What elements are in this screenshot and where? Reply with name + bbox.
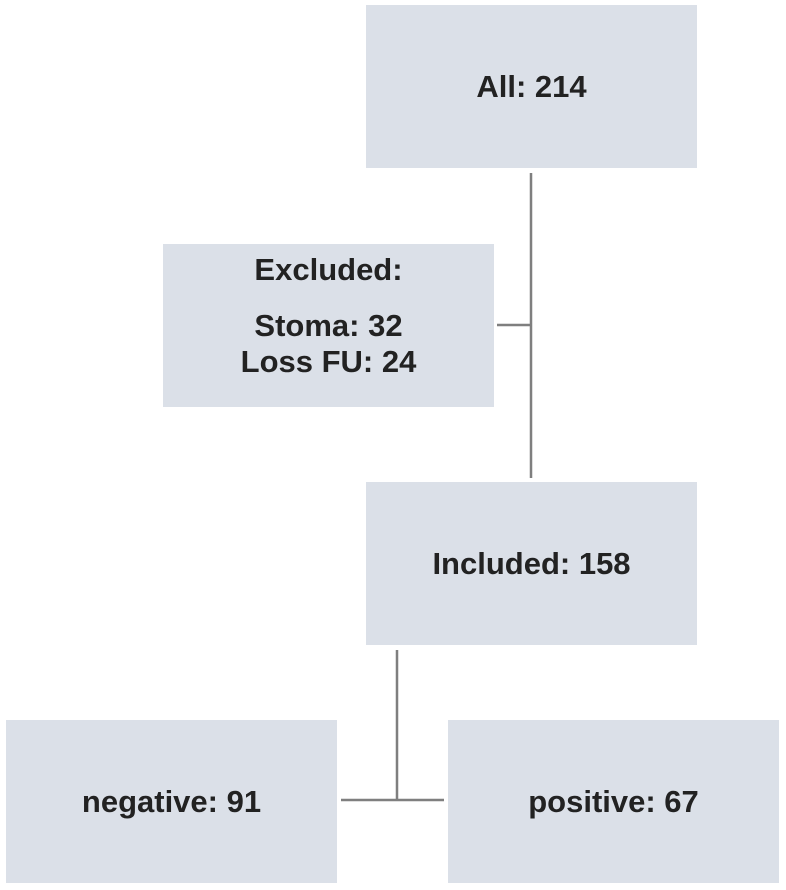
box-excluded-stoma: Stoma: 32	[254, 308, 403, 343]
box-positive-label: positive: 67	[528, 783, 699, 819]
box-excluded-title: Excluded:	[254, 252, 403, 287]
box-negative-label: negative: 91	[81, 783, 262, 819]
box-positive: positive: 67	[448, 720, 779, 883]
box-negative: negative: 91	[6, 720, 337, 883]
box-all: All: 214	[366, 5, 697, 168]
box-included: Included: 158	[366, 482, 697, 645]
box-excluded-loss-fu: Loss FU: 24	[240, 344, 417, 379]
box-all-label: All: 214	[476, 68, 587, 104]
box-included-label: Included: 158	[432, 545, 631, 581]
box-excluded: Excluded: Stoma: 32 Loss FU: 24	[163, 244, 494, 407]
